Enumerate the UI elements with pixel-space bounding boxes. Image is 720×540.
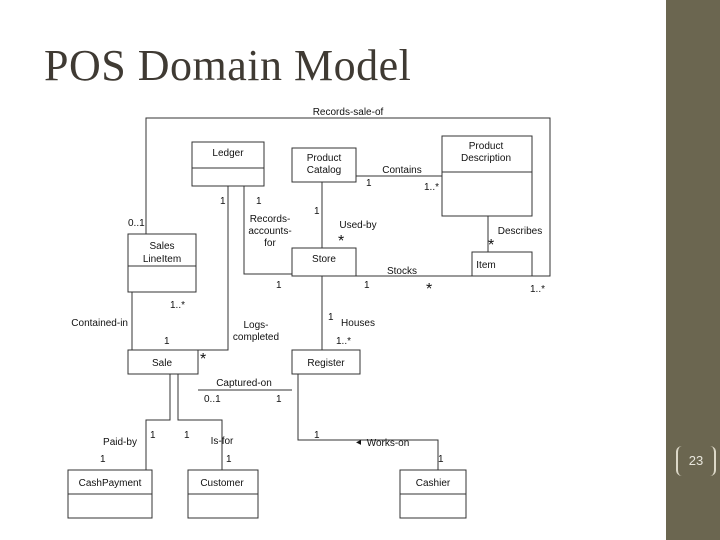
- class-name-product-description-1: Product: [469, 141, 504, 152]
- mult-sale-contains-many: 1..*: [170, 300, 185, 311]
- class-name-store: Store: [312, 254, 336, 265]
- class-name-product-catalog-1: Product: [307, 153, 342, 164]
- assoc-used-by: Used-by: [339, 220, 376, 231]
- assoc-logs-completed-2: completed: [233, 332, 279, 343]
- mult-line-item-records-sale: 0..1: [128, 218, 145, 229]
- mult-sale-contains-one: 1: [164, 336, 170, 347]
- class-store: [291, 247, 357, 277]
- association-lines: [131, 117, 551, 470]
- mult-register-works-on: 1: [314, 430, 320, 441]
- assoc-houses: Houses: [341, 318, 375, 329]
- slide-title: POS Domain Model: [44, 41, 412, 90]
- mult-ledger-records-right: 1: [256, 196, 262, 207]
- assoc-stocks: Stocks: [387, 266, 417, 277]
- mult-cashier-works-on: 1: [438, 454, 444, 465]
- mult-catalog-contains: 1: [366, 178, 372, 189]
- mult-sale-logs-star: *: [200, 351, 206, 368]
- mult-customer-is-for: 1: [226, 454, 232, 465]
- mult-store-houses: 1: [328, 312, 334, 323]
- assoc-logs-completed-1: Logs-: [243, 320, 268, 331]
- edge-is-for: [177, 374, 223, 470]
- class-name-cashier: Cashier: [416, 478, 451, 489]
- mult-used-by-star: *: [338, 233, 344, 250]
- assoc-records-accounts-for-2: accounts-: [248, 226, 291, 237]
- uml-diagram-svg: Ledger Product Catalog Product Descripti…: [67, 107, 551, 519]
- class-name-ledger: Ledger: [212, 148, 244, 159]
- page-number: 23: [676, 446, 716, 476]
- edge-records-accounts-for: [243, 186, 292, 275]
- class-name-sale: Sale: [152, 358, 172, 369]
- assoc-records-sale-of: Records-sale-of: [313, 107, 384, 118]
- class-name-item: Item: [476, 260, 495, 271]
- edge-records-sale-of: [145, 117, 551, 277]
- class-customer: [187, 469, 259, 519]
- mult-item-records-sale: 1..*: [530, 284, 545, 295]
- assoc-describes: Describes: [498, 226, 542, 237]
- uml-diagram: Ledger Product Catalog Product Descripti…: [66, 104, 564, 520]
- class-name-sales-line-item-2: LineItem: [143, 254, 181, 265]
- assoc-paid-by: Paid-by: [103, 437, 137, 448]
- mult-register-captured: 1: [276, 394, 282, 405]
- assoc-contained-in: Contained-in: [71, 318, 128, 329]
- class-product-description: [441, 135, 533, 217]
- class-name-register: Register: [307, 358, 345, 369]
- edge-logs-completed: [198, 186, 229, 351]
- class-name-sales-line-item-1: Sales: [149, 241, 174, 252]
- mult-sale-paid-by: 1: [150, 430, 156, 441]
- assoc-records-accounts-for-3: for: [264, 238, 276, 249]
- class-name-customer: Customer: [200, 478, 244, 489]
- works-on-arrow: ◂: [356, 437, 361, 448]
- assoc-records-accounts-for-1: Records-: [250, 214, 291, 225]
- edge-paid-by: [145, 374, 171, 470]
- class-ledger: [191, 141, 265, 187]
- mult-register-houses: 1..*: [336, 336, 351, 347]
- class-cash-payment: [67, 469, 153, 519]
- mult-ledger-records-left: 1: [220, 196, 226, 207]
- mult-payment-paid-by: 1: [100, 454, 106, 465]
- mult-sale-captured: 0..1: [204, 394, 221, 405]
- class-name-product-catalog-2: Catalog: [307, 165, 341, 176]
- class-product-catalog: [291, 147, 357, 183]
- edge-works-on: [297, 374, 439, 470]
- mult-stocks-star: *: [426, 281, 432, 298]
- mult-store-stocks: 1: [364, 280, 370, 291]
- mult-store-logs: 1: [276, 280, 282, 291]
- assoc-is-for: Is-for: [211, 436, 234, 447]
- mult-description-contains: 1..*: [424, 182, 439, 193]
- mult-describes-star: *: [488, 237, 494, 254]
- mult-store-records: 1: [314, 206, 320, 217]
- class-name-product-description-2: Description: [461, 153, 511, 164]
- assoc-contains: Contains: [382, 165, 421, 176]
- assoc-works-on: Works-on: [367, 438, 410, 449]
- class-cashier: [399, 469, 467, 519]
- assoc-captured-on: Captured-on: [216, 378, 272, 389]
- mult-sale-is-for: 1: [184, 430, 190, 441]
- class-register: [291, 349, 361, 375]
- class-sales-line-item: [127, 233, 197, 293]
- class-item: [471, 251, 533, 277]
- class-sale: [127, 349, 199, 375]
- class-name-cash-payment: CashPayment: [79, 478, 142, 489]
